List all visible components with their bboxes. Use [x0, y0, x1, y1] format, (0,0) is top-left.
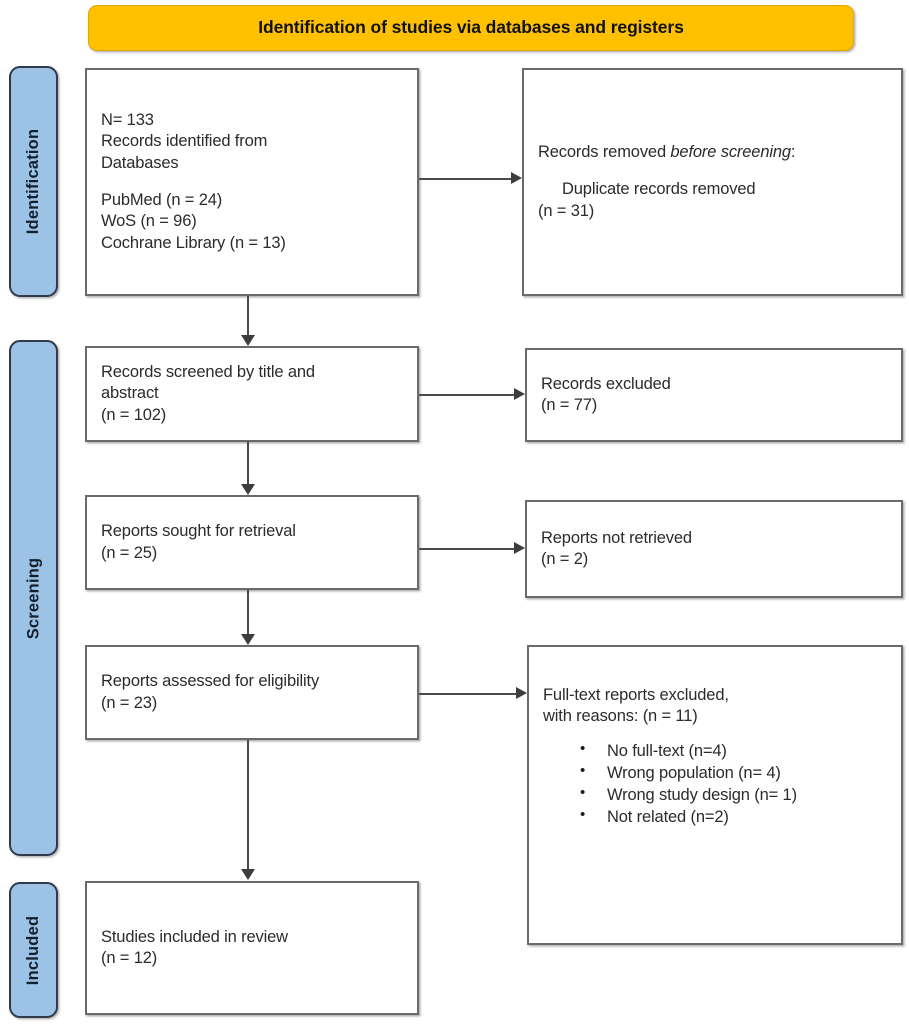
fulltext-excluded-count: with reasons: (n = 11) — [543, 707, 698, 726]
diagram-header-banner: Identification of studies via databases … — [88, 5, 854, 51]
reports-not-retrieved-count: (n = 2) — [541, 550, 589, 568]
fulltext-excluded-label: Full-text reports excluded, — [543, 686, 729, 704]
studies-included-count: (n = 12) — [101, 949, 158, 967]
records-identified-cochrane: Cochrane Library (n = 13) — [101, 233, 286, 252]
arrowhead-screened-to-excluded — [514, 388, 525, 400]
stage-sidebar-screening: Screening — [9, 340, 58, 856]
records-identified-source-label: Records identified from — [101, 132, 268, 151]
records-excluded-count: (n = 77) — [541, 396, 598, 414]
stage-sidebar-included: Included — [9, 882, 58, 1018]
records-screened-label2: abstract — [101, 384, 159, 403]
reports-sought-label: Reports sought for retrieval — [101, 522, 296, 541]
box-records-excluded: Records excluded (n = 77) — [525, 348, 903, 442]
arrowhead-identified-to-removed — [511, 172, 522, 184]
box-fulltext-excluded: Full-text reports excluded, with reasons… — [527, 645, 903, 945]
records-removed-duplicates: Duplicate records removed — [562, 180, 756, 199]
connector-identified-to-screened — [247, 296, 249, 335]
records-identified-pubmed: PubMed (n = 24) — [101, 191, 223, 209]
box-records-removed: Records removed before screening: Duplic… — [522, 68, 903, 296]
reports-assessed-label: Reports assessed for eligibility — [101, 672, 320, 691]
records-removed-heading-prefix: Records removed — [538, 142, 671, 161]
records-identified-total: N= 133 — [101, 110, 154, 129]
stage-label-included: Included — [24, 915, 42, 985]
records-excluded-label: Records excluded — [541, 374, 671, 393]
records-identified-wos: WoS (n = 96) — [101, 212, 197, 231]
list-item: Not related (n=2) — [580, 805, 887, 828]
box-records-identified: N= 133 Records identified from Databases… — [85, 68, 419, 296]
box-studies-included: Studies included in review (n = 12) — [85, 881, 419, 1015]
records-removed-heading: Records removed before screening: — [538, 142, 887, 163]
records-removed-heading-suffix: : — [790, 142, 796, 161]
fulltext-excluded-reasons-list: No full-text (n=4) Wrong population (n= … — [543, 739, 887, 828]
arrowhead-sought-to-assessed — [241, 634, 255, 645]
box-records-screened: Records screened by title and abstract (… — [85, 346, 419, 442]
reports-assessed-count: (n = 23) — [101, 693, 158, 712]
reports-sought-count: (n = 25) — [101, 543, 158, 562]
connector-assessed-to-included — [247, 740, 249, 869]
reports-not-retrieved-label: Reports not retrieved — [541, 528, 692, 547]
connector-sought-to-assessed — [247, 590, 249, 634]
records-removed-spacer — [538, 163, 887, 179]
connector-screened-to-sought — [247, 442, 249, 484]
records-screened-label: Records screened by title and — [101, 362, 315, 381]
box-reports-not-retrieved: Reports not retrieved (n = 2) — [525, 500, 903, 598]
arrowhead-assessed-to-included — [241, 869, 255, 880]
records-removed-count: (n = 31) — [538, 201, 595, 220]
list-item: Wrong study design (n= 1) — [580, 783, 887, 806]
box-reports-sought: Reports sought for retrieval (n = 25) — [85, 495, 419, 590]
records-removed-heading-emphasis: before screening — [670, 142, 791, 161]
connector-identified-to-removed — [419, 178, 511, 180]
connector-screened-to-excluded — [419, 394, 514, 396]
records-identified-source-label2: Databases — [101, 153, 179, 172]
studies-included-label: Studies included in review — [101, 927, 288, 946]
list-item: No full-text (n=4) — [580, 739, 887, 762]
arrowhead-identified-to-screened — [241, 335, 255, 346]
banner-title: Identification of studies via databases … — [258, 17, 684, 38]
arrowhead-sought-to-not-retrieved — [514, 542, 525, 554]
stage-sidebar-identification: Identification — [9, 66, 58, 297]
box-reports-assessed: Reports assessed for eligibility (n = 23… — [85, 645, 419, 740]
arrowhead-assessed-to-fulltext-excluded — [516, 687, 527, 699]
list-item: Wrong population (n= 4) — [580, 761, 887, 784]
records-screened-count: (n = 102) — [101, 405, 167, 424]
arrowhead-screened-to-sought — [241, 484, 255, 495]
stage-label-identification: Identification — [24, 128, 42, 235]
records-identified-spacer — [101, 174, 403, 190]
connector-sought-to-not-retrieved — [419, 548, 514, 550]
stage-label-screening: Screening — [24, 557, 43, 639]
connector-assessed-to-fulltext-excluded — [419, 693, 516, 695]
